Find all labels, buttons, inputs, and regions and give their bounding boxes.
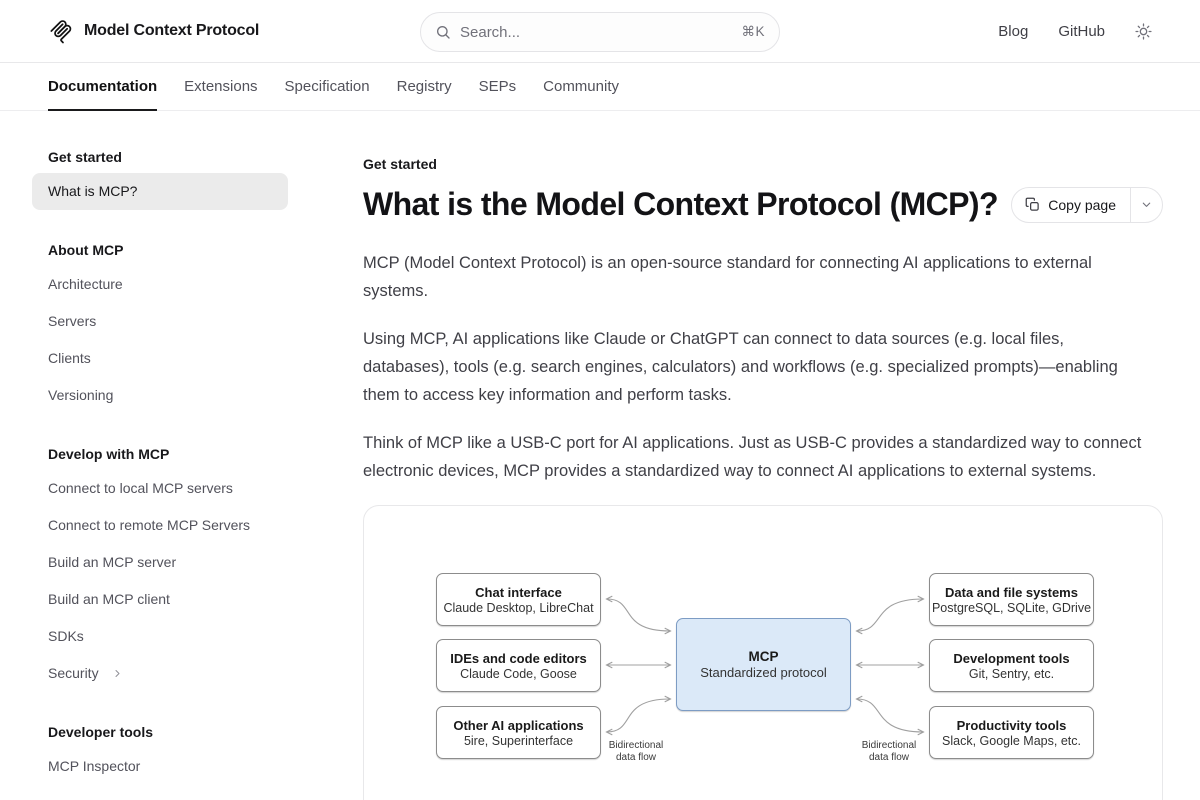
search-icon — [437, 26, 450, 39]
github-link[interactable]: GitHub — [1058, 22, 1105, 40]
copy-icon — [1025, 197, 1040, 211]
sidebar-heading-about-mcp: About MCP — [48, 242, 124, 258]
sidebar-item-security[interactable]: Security — [32, 655, 288, 692]
sidebar-heading-developer-tools: Developer tools — [48, 724, 154, 740]
main-content: Get started What is the Model Context Pr… — [363, 111, 1163, 800]
sidebar-item-connect-remote[interactable]: Connect to remote MCP Servers — [48, 517, 251, 533]
search-bar[interactable]: ⌘K — [420, 12, 780, 52]
tab-registry[interactable]: Registry — [396, 78, 452, 95]
sidebar-item-mcp-inspector[interactable]: MCP Inspector — [48, 758, 141, 774]
sidebar: Get started What is MCP? About MCP Archi… — [32, 111, 288, 800]
button-divider — [1130, 187, 1131, 222]
chevron-down-icon — [1142, 202, 1151, 207]
mcp-logo-icon — [50, 20, 72, 44]
diagram-box-mcp: MCP Standardized protocol — [676, 618, 851, 711]
tab-seps[interactable]: SEPs — [478, 78, 517, 95]
sidebar-item-security-label: Security — [48, 665, 99, 681]
diagram-box-data-file-systems: Data and file systems PostgreSQL, SQLite… — [929, 573, 1094, 626]
sidebar-item-what-is-mcp[interactable]: What is MCP? — [32, 173, 288, 210]
sidebar-item-clients[interactable]: Clients — [48, 350, 91, 366]
tab-community[interactable]: Community — [543, 78, 619, 95]
sun-icon — [1135, 22, 1152, 40]
diagram-box-subtitle: Slack, Google Maps, etc. — [942, 733, 1081, 748]
diagram-box-subtitle: Claude Desktop, LibreChat — [443, 600, 594, 615]
flow-label-line2: data flow — [868, 752, 910, 763]
diagram-box-other-ai-apps: Other AI applications 5ire, Superinterfa… — [436, 706, 601, 759]
tab-extensions[interactable]: Extensions — [184, 78, 258, 95]
intro-paragraph-2: Using MCP, AI applications like Claude o… — [363, 330, 1118, 404]
blog-link[interactable]: Blog — [998, 22, 1029, 40]
theme-toggle-button[interactable] — [1135, 22, 1152, 40]
diagram-box-title: Development tools — [953, 650, 1070, 666]
sidebar-item-sdks[interactable]: SDKs — [48, 628, 84, 644]
sidebar-item-versioning[interactable]: Versioning — [48, 387, 114, 403]
search-input[interactable] — [460, 23, 733, 41]
copy-page-label: Copy page — [1048, 196, 1116, 213]
sidebar-item-build-client[interactable]: Build an MCP client — [48, 591, 170, 607]
brand[interactable]: Model Context Protocol — [48, 18, 259, 44]
flow-label-line1: Bidirectional — [608, 740, 664, 751]
page-title: What is the Model Context Protocol (MCP)… — [363, 186, 999, 222]
tab-specification[interactable]: Specification — [284, 78, 370, 95]
mcp-architecture-diagram-card: Chat interface Claude Desktop, LibreChat… — [363, 505, 1163, 800]
copy-page-action[interactable]: Copy page — [1012, 188, 1130, 222]
diagram-arrows — [364, 563, 1164, 800]
diagram-box-chat-interface: Chat interface Claude Desktop, LibreChat — [436, 573, 601, 626]
diagram-box-subtitle: Git, Sentry, etc. — [968, 666, 1055, 681]
sidebar-item-build-server[interactable]: Build an MCP server — [48, 554, 177, 570]
sidebar-item-servers[interactable]: Servers — [48, 313, 97, 329]
diagram-box-productivity-tools: Productivity tools Slack, Google Maps, e… — [929, 706, 1094, 759]
diagram-box-title: Chat interface — [475, 584, 562, 600]
diagram-box-ides: IDEs and code editors Claude Code, Goose — [436, 639, 601, 692]
diagram-box-subtitle: PostgreSQL, SQLite, GDrive — [931, 600, 1092, 615]
sidebar-heading-get-started: Get started — [48, 149, 122, 165]
flow-label-line1: Bidirectional — [861, 740, 917, 751]
diagram-box-title: Data and file systems — [945, 584, 1078, 600]
bidirectional-flow-label-right: Bidirectional data flow — [829, 740, 949, 764]
brand-name: Model Context Protocol — [84, 22, 260, 39]
diagram-box-subtitle: 5ire, Superinterface — [463, 733, 574, 748]
tab-documentation[interactable]: Documentation — [48, 63, 158, 111]
search-shortcut: ⌘K — [741, 24, 765, 39]
breadcrumb-eyebrow: Get started — [363, 156, 437, 172]
top-header: Model Context Protocol ⌘K Blog GitHub — [0, 0, 1200, 63]
intro-paragraph-3: Think of MCP like a USB-C port for AI ap… — [363, 434, 1142, 480]
diagram-box-title: Productivity tools — [956, 717, 1067, 733]
primary-nav: Documentation Extensions Specification R… — [0, 63, 1200, 111]
diagram-box-title: IDEs and code editors — [450, 650, 587, 666]
chevron-right-icon — [113, 669, 122, 678]
diagram-box-title: MCP — [748, 649, 779, 664]
sidebar-item-connect-local[interactable]: Connect to local MCP servers — [48, 480, 233, 496]
diagram-box-development-tools: Development tools Git, Sentry, etc. — [929, 639, 1094, 692]
diagram-box-subtitle: Claude Code, Goose — [460, 666, 577, 681]
diagram-box-title: Other AI applications — [453, 717, 584, 733]
mcp-architecture-diagram: Chat interface Claude Desktop, LibreChat… — [364, 563, 1164, 800]
sidebar-heading-develop-with-mcp: Develop with MCP — [48, 446, 170, 462]
sidebar-item-architecture[interactable]: Architecture — [48, 276, 123, 292]
flow-label-line2: data flow — [615, 752, 657, 763]
copy-options-dropdown[interactable] — [1131, 188, 1162, 222]
intro-paragraph-1: MCP (Model Context Protocol) is an open-… — [363, 254, 1092, 300]
copy-page-button[interactable]: Copy page — [1011, 186, 1163, 223]
diagram-box-subtitle: Standardized protocol — [700, 665, 827, 680]
bidirectional-flow-label-left: Bidirectional data flow — [576, 740, 696, 764]
